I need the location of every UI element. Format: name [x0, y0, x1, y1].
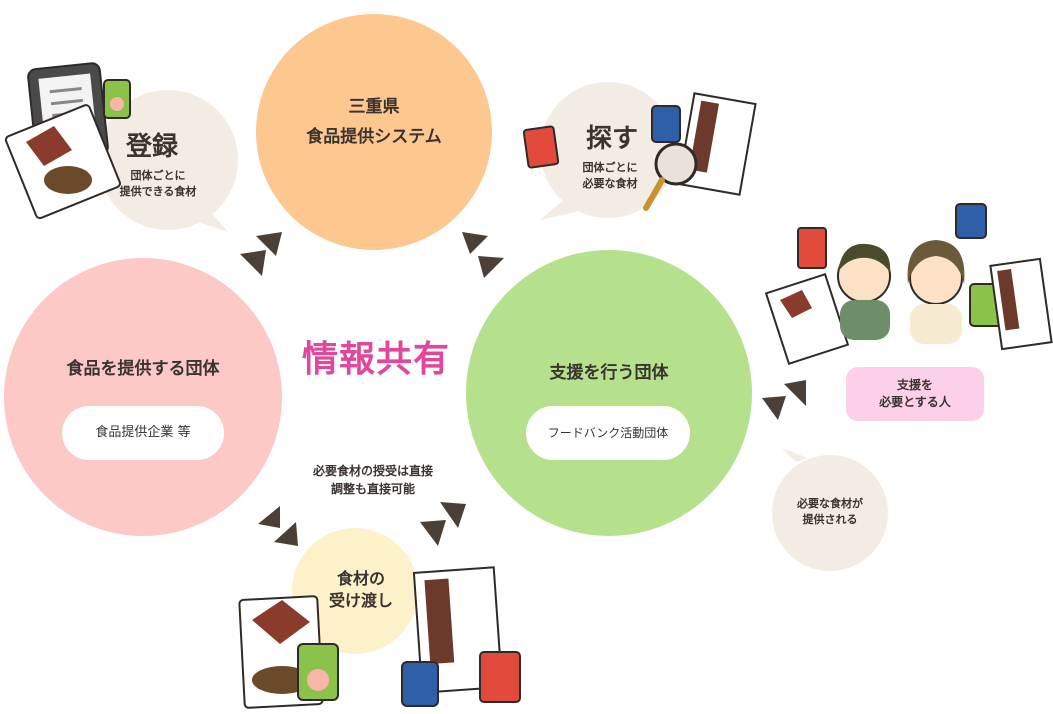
- delivery-line2: 受け渡し: [328, 591, 393, 610]
- support-title: 支援を行う団体: [549, 363, 669, 383]
- arrow-register-2: [240, 250, 266, 276]
- recipient-line2: 必要とする人: [879, 395, 951, 409]
- search-caption: 団体ごとに 必要な食材: [552, 160, 668, 192]
- provider-circle: [4, 258, 282, 536]
- arrow-recipient-2: [762, 396, 786, 420]
- recipient-illustration: [764, 203, 1053, 366]
- arrow-search-2: [478, 256, 504, 278]
- system-title-line1: 三重県: [348, 97, 400, 117]
- arrow-recipient-1: [784, 380, 806, 406]
- provided-line2: 提供される: [802, 513, 858, 526]
- system-title-line2: 食品提供システム: [306, 127, 442, 147]
- arrow-search-1: [462, 232, 488, 254]
- center-label: 情報共有: [301, 339, 450, 380]
- delivery-line1: 食材の: [336, 569, 385, 588]
- delivery-title: 食材の 受け渡し: [318, 568, 404, 612]
- direct-note-line2: 調整も直接可能: [330, 482, 415, 496]
- support-example-pill: フードバンク活動団体: [526, 406, 690, 460]
- provider-example-pill: 食品提供企業 等: [62, 406, 224, 460]
- search-title: 探す: [585, 124, 638, 154]
- direct-note: 必要食材の授受は直接 調整も直接可能: [290, 462, 456, 498]
- arrow-delivery-left-1: [258, 506, 280, 528]
- system-circle: [256, 14, 492, 250]
- register-title: 登録: [125, 132, 178, 162]
- direct-note-line1: 必要食材の授受は直接: [312, 464, 433, 478]
- register-caption: 団体ごとに 提供できる食材: [96, 168, 220, 200]
- arrow-delivery-right-2: [440, 502, 466, 528]
- recipient-line1: 支援を: [896, 378, 933, 392]
- provided-bubble-tail: [782, 448, 808, 462]
- delivery-illustration: [238, 566, 521, 709]
- register-bubble-tail: [186, 200, 228, 232]
- support-circle: [466, 250, 752, 536]
- provider-title: 食品を提供する団体: [66, 359, 220, 379]
- recipient-box: 支援を 必要とする人: [846, 367, 984, 421]
- arrow-delivery-right-1: [420, 520, 446, 546]
- arrows: [240, 232, 806, 546]
- search-illustration: [522, 92, 757, 211]
- search-bubble-tail: [540, 196, 584, 220]
- system-title: 三重県 食品提供システム: [256, 92, 492, 152]
- provided-line1: 必要な食材が: [797, 497, 863, 510]
- register-illustration: [4, 62, 131, 220]
- provided-bubble: [772, 455, 888, 571]
- register-caption-line2: 提供できる食材: [119, 185, 197, 198]
- arrow-register-1: [256, 232, 282, 256]
- register-caption-line1: 団体ごとに: [130, 169, 186, 182]
- search-caption-line1: 団体ごとに: [582, 161, 638, 174]
- search-caption-line2: 必要な食材: [582, 177, 638, 190]
- provided-caption: 必要な食材が 提供される: [772, 496, 888, 528]
- arrow-delivery-left-2: [274, 522, 298, 546]
